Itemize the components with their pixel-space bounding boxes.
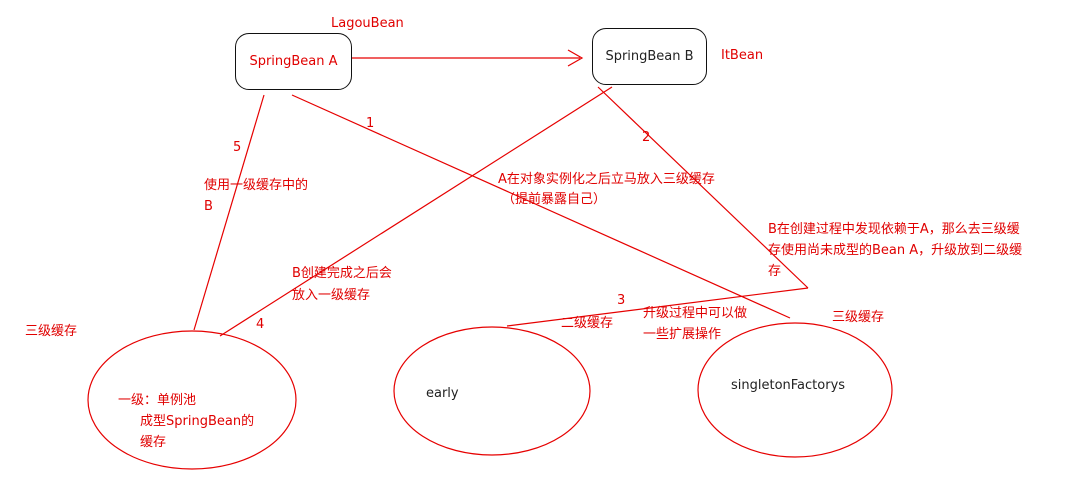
cache-level3-ellipse (697, 322, 893, 458)
line-step4 (219, 86, 613, 337)
cache-level1-line3: 缓存 (140, 435, 167, 450)
step-1-note-line1: A在对象实例化之后立马放入三级缓存 (498, 172, 715, 187)
cache-level1-ellipse (87, 330, 297, 470)
step-3-number: 3 (617, 293, 626, 308)
step-3-note-line1: 升级过程中可以做 (643, 306, 748, 321)
cache-level2-ellipse (393, 326, 591, 456)
step-3-note-line2: 一些扩展操作 (643, 327, 722, 342)
cache-level2-label: 二级缓存 (561, 316, 614, 331)
line-step3 (506, 287, 809, 327)
springbean-b-label: SpringBean B (605, 49, 694, 64)
cache-level1-line1: 一级：单例池 (118, 393, 197, 408)
line-step1 (291, 94, 791, 319)
cache-level2-name: early (426, 386, 459, 401)
step-5-note-line1: 使用一级缓存中的 (204, 178, 309, 193)
step-5-note-line2: B (204, 199, 213, 214)
step-1-number: 1 (366, 116, 375, 131)
cache-level3-name: singletonFactorys (731, 378, 846, 393)
step-4-note-line1: B创建完成之后会 (292, 266, 392, 281)
cache-level3-label: 三级缓存 (832, 310, 885, 325)
itbean-label: ItBean (721, 48, 764, 63)
line-step2 (597, 86, 809, 289)
step-2-note-line2: 存使用尚未成型的Bean A，升级放到二级缓 (768, 243, 1023, 258)
step-5-number: 5 (233, 140, 242, 155)
step-2-note-line1: B在创建过程中发现依赖于A，那么去三级缓 (768, 222, 1020, 237)
lagoubean-label: LagouBean (331, 16, 404, 31)
step-2-number: 2 (642, 130, 651, 145)
arrow-a-to-b-head (567, 49, 584, 67)
line-step5 (193, 94, 265, 331)
step-4-number: 4 (256, 317, 265, 332)
step-4-note-line2: 放入一级缓存 (292, 288, 371, 303)
springbean-a-node: SpringBean A (235, 33, 352, 90)
springbean-a-label: SpringBean A (249, 54, 338, 69)
three-level-cache-label: 三级缓存 (25, 324, 78, 339)
step-2-note-line3: 存 (768, 264, 782, 279)
springbean-b-node: SpringBean B (592, 28, 707, 85)
cache-level1-line2: 成型SpringBean的 (140, 414, 255, 429)
step-1-note-line2: （提前暴露自己） (502, 192, 607, 207)
